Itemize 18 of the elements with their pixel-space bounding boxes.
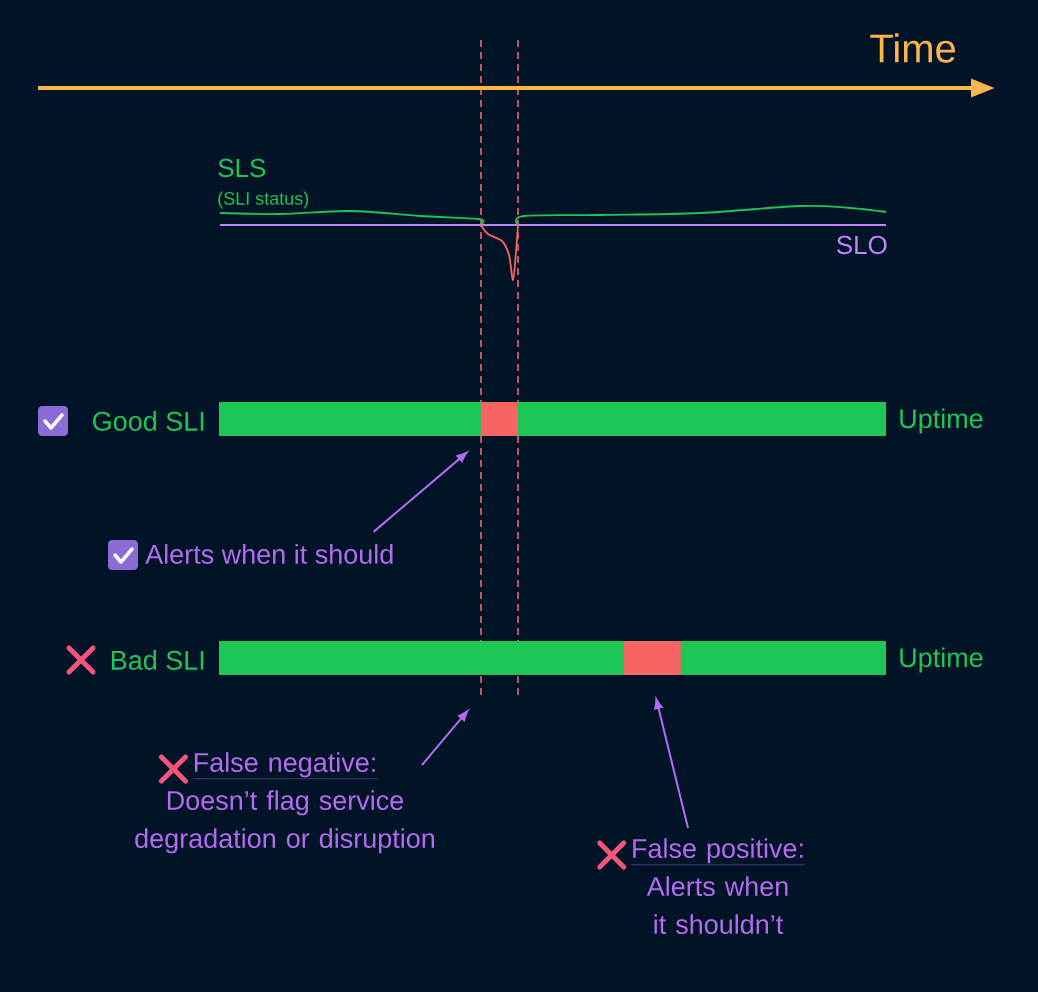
status-bar <box>111 641 983 675</box>
row-label: Good SLI <box>93 411 204 431</box>
alert-segment <box>623 641 681 675</box>
arrow <box>372 452 468 533</box>
threshold-label: SLO <box>836 235 887 255</box>
series-sublabel: (SLI status) <box>218 191 309 209</box>
row-label: Bad SLI <box>111 650 204 670</box>
axis-label: Time <box>870 33 956 63</box>
callout-text: False positive: Alerts when it shouldn’t <box>630 838 806 935</box>
row-end-label: Uptime <box>900 408 983 434</box>
arrow <box>421 710 469 766</box>
alert-segment <box>480 402 518 436</box>
callout-text: Alerts when it should <box>145 544 393 564</box>
status-bar <box>93 402 983 436</box>
row-end-label: Uptime <box>900 647 983 673</box>
series-label: SLS <box>218 158 266 178</box>
arrow <box>654 698 689 829</box>
callout-text: False negative: Doesn’t flag service degradation or disruption <box>135 752 435 854</box>
